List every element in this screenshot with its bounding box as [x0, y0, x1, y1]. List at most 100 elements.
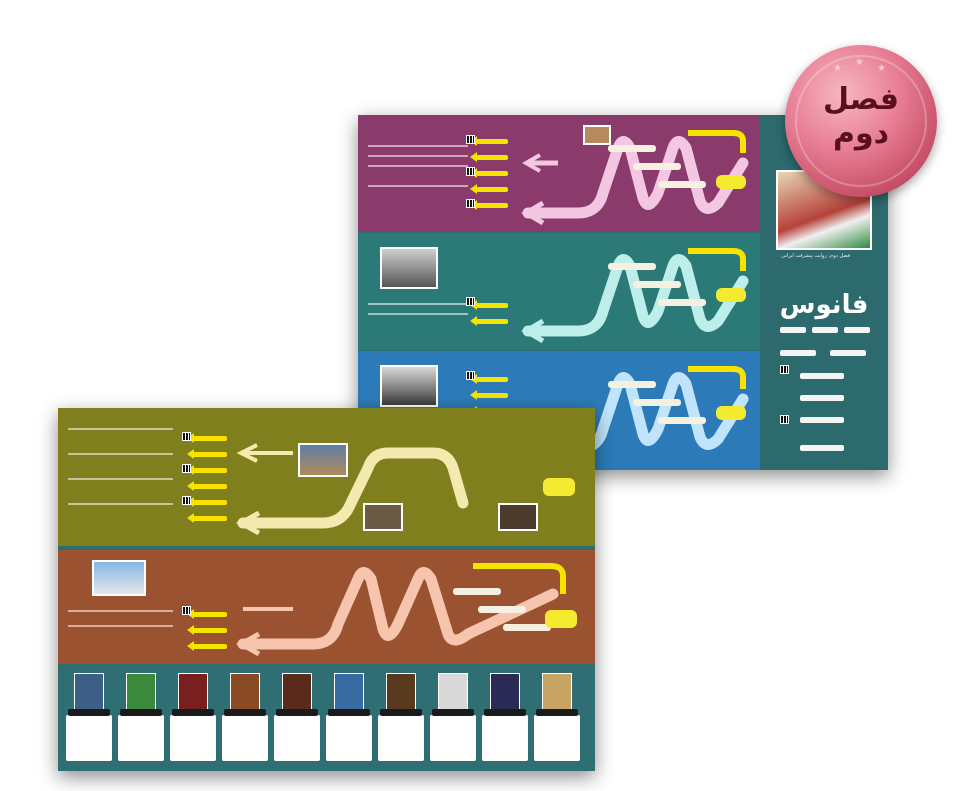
seal-ring	[795, 55, 927, 187]
text-block	[68, 453, 173, 455]
event-label	[658, 417, 706, 424]
star-icon: ★	[855, 57, 864, 68]
book-cover	[490, 673, 520, 713]
historical-photo	[380, 247, 438, 289]
event-label	[503, 624, 551, 631]
flow-box	[800, 373, 844, 379]
arrow-icon	[187, 481, 227, 491]
historical-photo	[363, 503, 403, 531]
book-description	[222, 715, 268, 761]
arrow-icon	[187, 513, 227, 523]
qr-code[interactable]	[466, 167, 475, 176]
book-card[interactable]	[118, 673, 164, 765]
qr-code[interactable]	[466, 199, 475, 208]
arrow-icon	[470, 374, 508, 384]
book-description	[170, 715, 216, 761]
historical-photo	[92, 560, 146, 596]
text-block	[68, 625, 173, 627]
book-card[interactable]	[66, 673, 112, 765]
book-title-label	[484, 709, 526, 716]
flow-box	[780, 327, 806, 333]
book-description	[482, 715, 528, 761]
book-cover	[542, 673, 572, 713]
timeline-curve-icon	[235, 563, 566, 657]
arrow-icon	[470, 300, 508, 310]
qr-code[interactable]	[780, 415, 789, 424]
book-strip	[58, 665, 595, 771]
event-label	[608, 381, 656, 388]
text-block	[68, 610, 173, 612]
flow-box	[812, 327, 838, 333]
arrow-icon	[470, 200, 508, 210]
book-description	[430, 715, 476, 761]
timeline-curve-icon	[521, 130, 749, 226]
qr-code[interactable]	[780, 365, 789, 374]
book-card[interactable]	[430, 673, 476, 765]
book-card[interactable]	[534, 673, 580, 765]
qr-code[interactable]	[466, 135, 475, 144]
arrow-icon	[187, 433, 227, 443]
text-block	[68, 503, 173, 505]
text-block	[368, 313, 468, 315]
arrow-icon	[187, 641, 227, 651]
book-title-label	[536, 709, 578, 716]
text-block	[368, 185, 468, 187]
seal-line-2: دوم	[832, 116, 890, 151]
historical-photo	[298, 443, 348, 477]
event-label	[633, 281, 681, 288]
poster-front	[58, 408, 595, 771]
arrow-icon	[187, 609, 227, 619]
highlight-badge	[716, 406, 746, 420]
arrow-icon	[470, 168, 508, 178]
book-title-label	[328, 709, 370, 716]
book-card[interactable]	[170, 673, 216, 765]
qr-code[interactable]	[182, 496, 191, 505]
book-cover	[438, 673, 468, 713]
timeline-band-1	[358, 115, 760, 232]
book-cover	[178, 673, 208, 713]
historical-photo	[380, 365, 438, 407]
timeline-band-5	[58, 550, 595, 664]
arrow-icon	[470, 184, 508, 194]
event-label	[608, 145, 656, 152]
arrow-icon	[187, 465, 227, 475]
book-card[interactable]	[274, 673, 320, 765]
book-cover	[386, 673, 416, 713]
book-card[interactable]	[222, 673, 268, 765]
star-icon: ★	[833, 63, 842, 74]
book-title-label	[380, 709, 422, 716]
historical-photo	[583, 125, 611, 145]
flow-box	[830, 350, 866, 356]
qr-code[interactable]	[466, 371, 475, 380]
text-block	[368, 165, 468, 167]
qr-code[interactable]	[182, 432, 191, 441]
arrow-icon	[470, 152, 508, 162]
qr-code[interactable]	[182, 464, 191, 473]
arrow-icon	[187, 449, 227, 459]
qr-code[interactable]	[466, 297, 475, 306]
brand-title: فانوس	[779, 290, 869, 320]
event-label	[633, 399, 681, 406]
book-description	[326, 715, 372, 761]
book-card[interactable]	[326, 673, 372, 765]
timeline-curve-icon	[521, 248, 749, 344]
text-block	[368, 303, 468, 305]
book-description	[534, 715, 580, 761]
brand-subtitle: فصل دوم: روایت پیشرفت ایرانی	[781, 253, 850, 259]
book-title-label	[120, 709, 162, 716]
timeline-curve-icon	[235, 443, 469, 536]
arrow-icon	[470, 136, 508, 146]
book-card[interactable]	[482, 673, 528, 765]
text-block	[68, 428, 173, 430]
book-title-label	[172, 709, 214, 716]
arrow-icon	[187, 497, 227, 507]
book-card[interactable]	[378, 673, 424, 765]
book-title-label	[432, 709, 474, 716]
qr-code[interactable]	[182, 606, 191, 615]
book-cover	[74, 673, 104, 713]
text-block	[368, 155, 468, 157]
flow-box	[844, 327, 870, 333]
flow-box	[800, 445, 844, 451]
arrow-icon	[187, 625, 227, 635]
flow-box	[800, 395, 844, 401]
